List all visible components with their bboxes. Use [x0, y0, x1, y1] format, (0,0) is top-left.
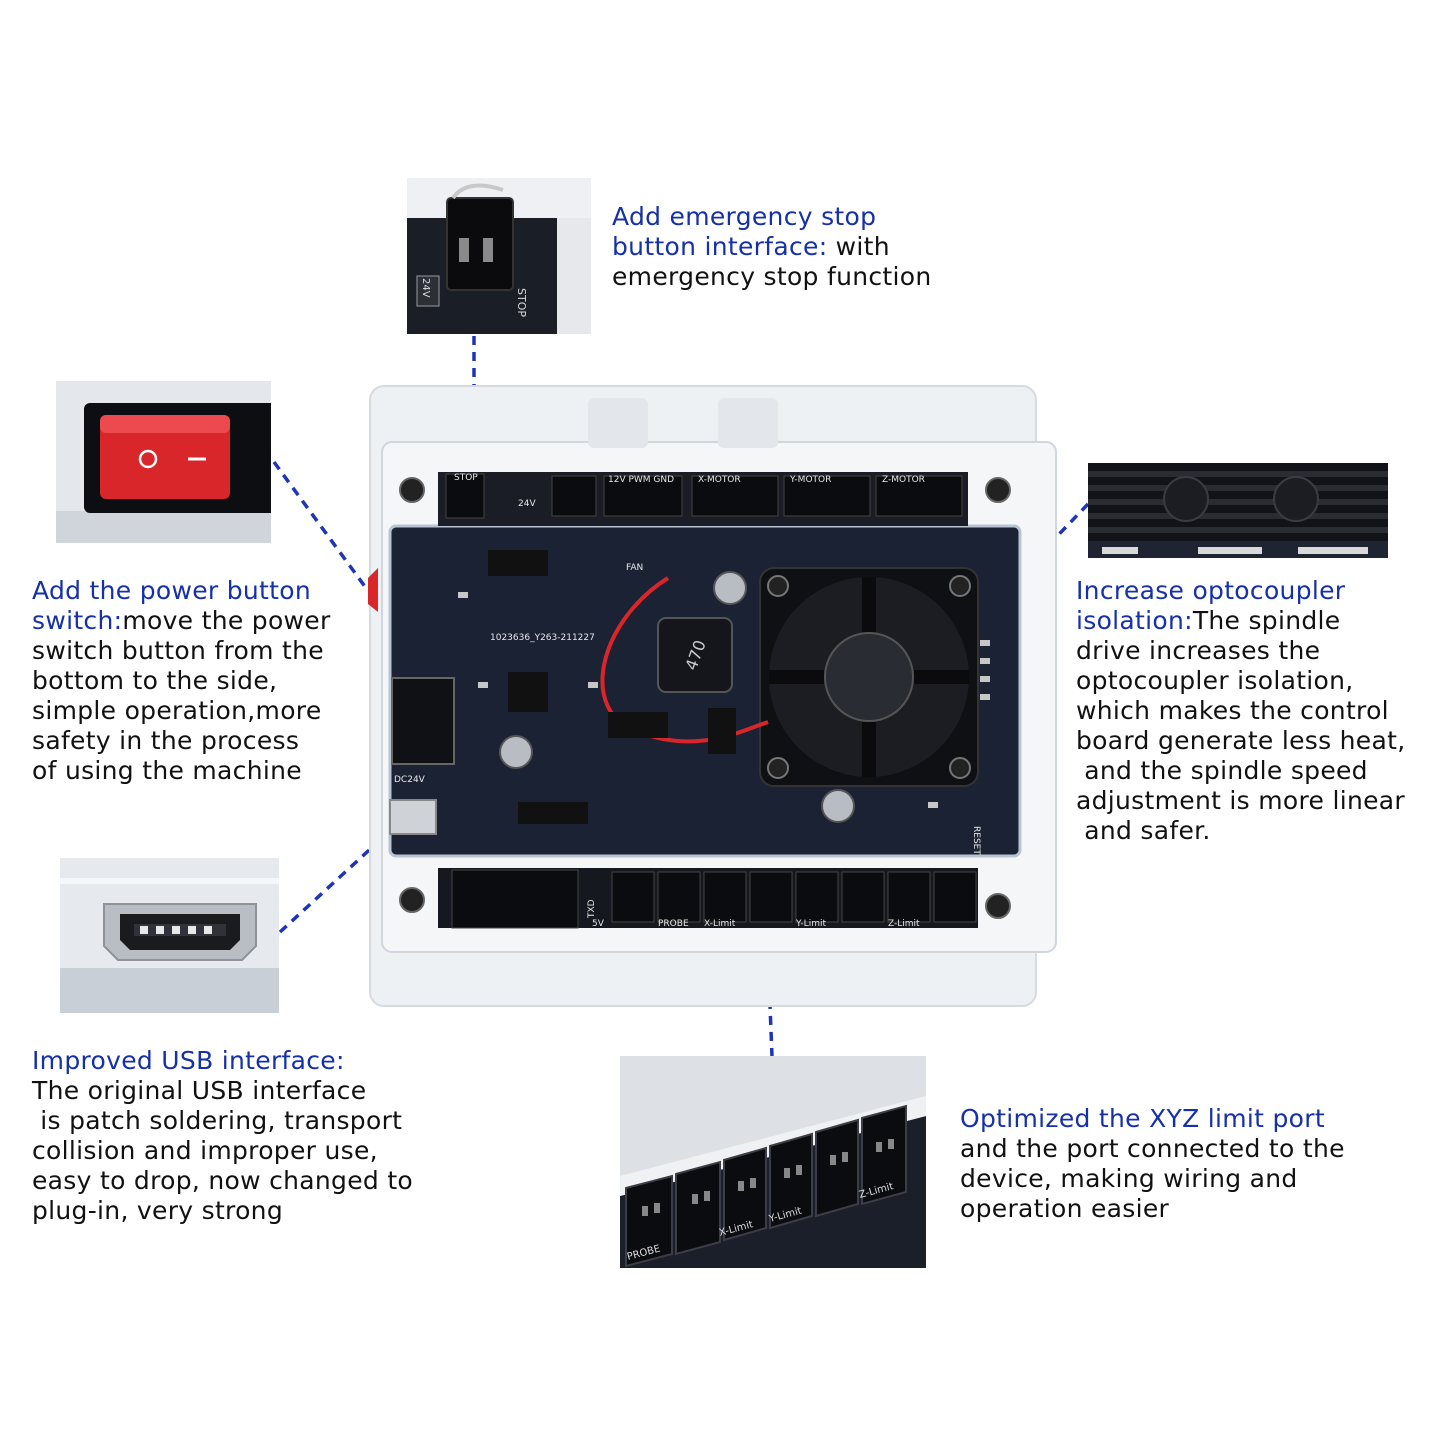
- board-y-motor-label: Y-MOTOR: [789, 475, 831, 485]
- board-5v-label: 5V: [592, 919, 605, 929]
- opto-line: and the spindle speed: [1076, 756, 1368, 785]
- board-z-motor-label: Z-MOTOR: [882, 475, 925, 485]
- usb-line: Improved USB interface:: [32, 1046, 345, 1075]
- opto-line: optocoupler isolation,: [1076, 666, 1354, 695]
- limit-line: and the port connected to the: [960, 1134, 1345, 1163]
- power-line: bottom to the side,: [32, 666, 278, 695]
- estop-line: Add emergency stop: [612, 202, 877, 231]
- board-x-motor-label: X-MOTOR: [698, 475, 741, 485]
- board-z-limit-label: Z-Limit: [888, 919, 920, 929]
- optocoupler-thumbnail: [1088, 463, 1388, 558]
- board-fan-label: FAN: [626, 563, 643, 573]
- estop-line: emergency stop function: [612, 262, 932, 291]
- power-line: switch:move the power: [32, 606, 331, 635]
- board-probe-label: PROBE: [658, 919, 689, 929]
- usb-port-thumbnail: [60, 858, 279, 1013]
- board-txd-label: TXD: [587, 899, 597, 919]
- power-line: simple operation,more: [32, 696, 322, 725]
- power-line: of using the machine: [32, 756, 302, 785]
- thumb-24v-label: 24V: [420, 278, 431, 298]
- power-line: safety in the process: [32, 726, 300, 755]
- board-y-limit-label: Y-Limit: [795, 919, 826, 929]
- usb-line: collision and improper use,: [32, 1136, 378, 1165]
- usb-line: is patch soldering, transport: [32, 1106, 403, 1135]
- controller-board-image: STOP 24V 12V PWM GND X-MOTOR Y-MOTOR Z-M…: [368, 382, 1058, 1016]
- usb-line: plug-in, very strong: [32, 1196, 283, 1225]
- annotation-optocoupler: Increase optocoupler isolation:The spind…: [1076, 576, 1405, 846]
- annotation-power-switch: Add the power button switch:move the pow…: [32, 576, 331, 786]
- board-x-limit-label: X-Limit: [704, 919, 736, 929]
- limit-port-thumbnail: PROBE X-Limit Y-Limit Z-Limit: [620, 1056, 926, 1268]
- limit-line: operation easier: [960, 1194, 1170, 1223]
- power-line: switch button from the: [32, 636, 324, 665]
- annotation-usb: Improved USB interface: The original USB…: [32, 1046, 413, 1226]
- leader-line-power: [272, 460, 368, 590]
- opto-line: board generate less heat,: [1076, 726, 1406, 755]
- opto-line: and safer.: [1076, 816, 1211, 845]
- board-pwm-label: 12V PWM GND: [608, 475, 674, 485]
- power-switch-thumbnail: [56, 381, 271, 543]
- opto-line: drive increases the: [1076, 636, 1321, 665]
- leader-line-usb: [278, 816, 406, 934]
- pcb-id-label: 1023636_Y263-211227: [490, 633, 595, 643]
- limit-line: Optimized the XYZ limit port: [960, 1104, 1325, 1133]
- board-stop-label: STOP: [454, 473, 478, 483]
- thumb-stop-label: STOP: [515, 288, 528, 317]
- opto-line: isolation:The spindle: [1076, 606, 1341, 635]
- estop-line: button interface: with: [612, 232, 890, 261]
- annotation-limit-port: Optimized the XYZ limit port and the por…: [960, 1104, 1345, 1224]
- board-24v-label: 24V: [518, 499, 536, 509]
- board-dc24v-label: DC24V: [394, 775, 426, 785]
- opto-line: Increase optocoupler: [1076, 576, 1346, 605]
- usb-line: easy to drop, now changed to: [32, 1166, 414, 1195]
- annotation-estop: Add emergency stop button interface: wit…: [612, 202, 932, 292]
- limit-line: device, making wiring and: [960, 1164, 1298, 1193]
- power-line: Add the power button: [32, 576, 311, 605]
- board-reset-label: RESET: [971, 826, 981, 855]
- usb-line: The original USB interface: [32, 1076, 367, 1105]
- estop-thumbnail: STOP 24V: [407, 178, 591, 334]
- opto-line: which makes the control: [1076, 696, 1389, 725]
- opto-line: adjustment is more linear: [1076, 786, 1405, 815]
